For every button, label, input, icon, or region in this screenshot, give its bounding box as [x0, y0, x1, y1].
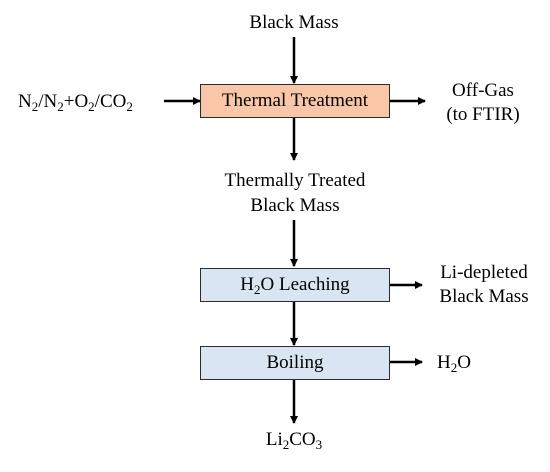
h2o-sub: 2: [450, 360, 458, 375]
gas-sub-4: 2: [126, 99, 133, 114]
boiling-box: Boiling: [200, 346, 390, 380]
h2o-h: H: [437, 352, 451, 373]
off-gas-line-1: Off-Gas: [452, 80, 514, 101]
treated-line-2: Black Mass: [250, 195, 340, 216]
treated-line-1: Thermally Treated: [224, 170, 366, 191]
leaching-rest: O Leaching: [260, 274, 350, 295]
li2co3-li: Li: [265, 429, 283, 450]
h2o-leaching-label: H2O Leaching: [240, 274, 349, 296]
gas-n: N: [18, 91, 32, 112]
li2co3-sub-2: 3: [315, 437, 323, 452]
off-gas-label: Off-Gas (to FTIR): [428, 79, 538, 127]
gas-sep-1: /N: [38, 91, 58, 112]
gas-sep-2: /CO: [94, 91, 127, 112]
leaching-h: H: [240, 274, 255, 295]
thermal-treatment-label: Thermal Treatment: [221, 90, 369, 111]
li2co3-output-label: Li2CO3: [234, 428, 354, 451]
gas-sub-2: 2: [57, 99, 64, 114]
depleted-line-1: Li-depleted: [440, 262, 528, 283]
leaching-sub: 2: [254, 282, 261, 297]
thermal-treatment-box: Thermal Treatment: [200, 84, 390, 118]
li2co3-co: CO: [289, 429, 316, 450]
li-depleted-label: Li-depleted Black Mass: [420, 261, 548, 309]
gas-plus-o: +O: [63, 91, 89, 112]
gas-sub-1: 2: [31, 99, 39, 114]
gas-sub-3: 2: [88, 99, 95, 114]
h2o-leaching-box: H2O Leaching: [200, 268, 390, 302]
treated-black-mass-label: Thermally Treated Black Mass: [184, 168, 406, 218]
black-mass-input-label: Black Mass: [249, 12, 339, 33]
off-gas-line-2: (to FTIR): [446, 104, 520, 125]
boiling-label: Boiling: [266, 352, 324, 373]
h2o-output-label: H2O: [437, 351, 471, 374]
gas-input-label: N2/N2+O2/CO2: [18, 90, 133, 113]
depleted-line-2: Black Mass: [439, 286, 529, 307]
li2co3-sub-1: 2: [282, 437, 290, 452]
h2o-o: O: [457, 352, 471, 373]
